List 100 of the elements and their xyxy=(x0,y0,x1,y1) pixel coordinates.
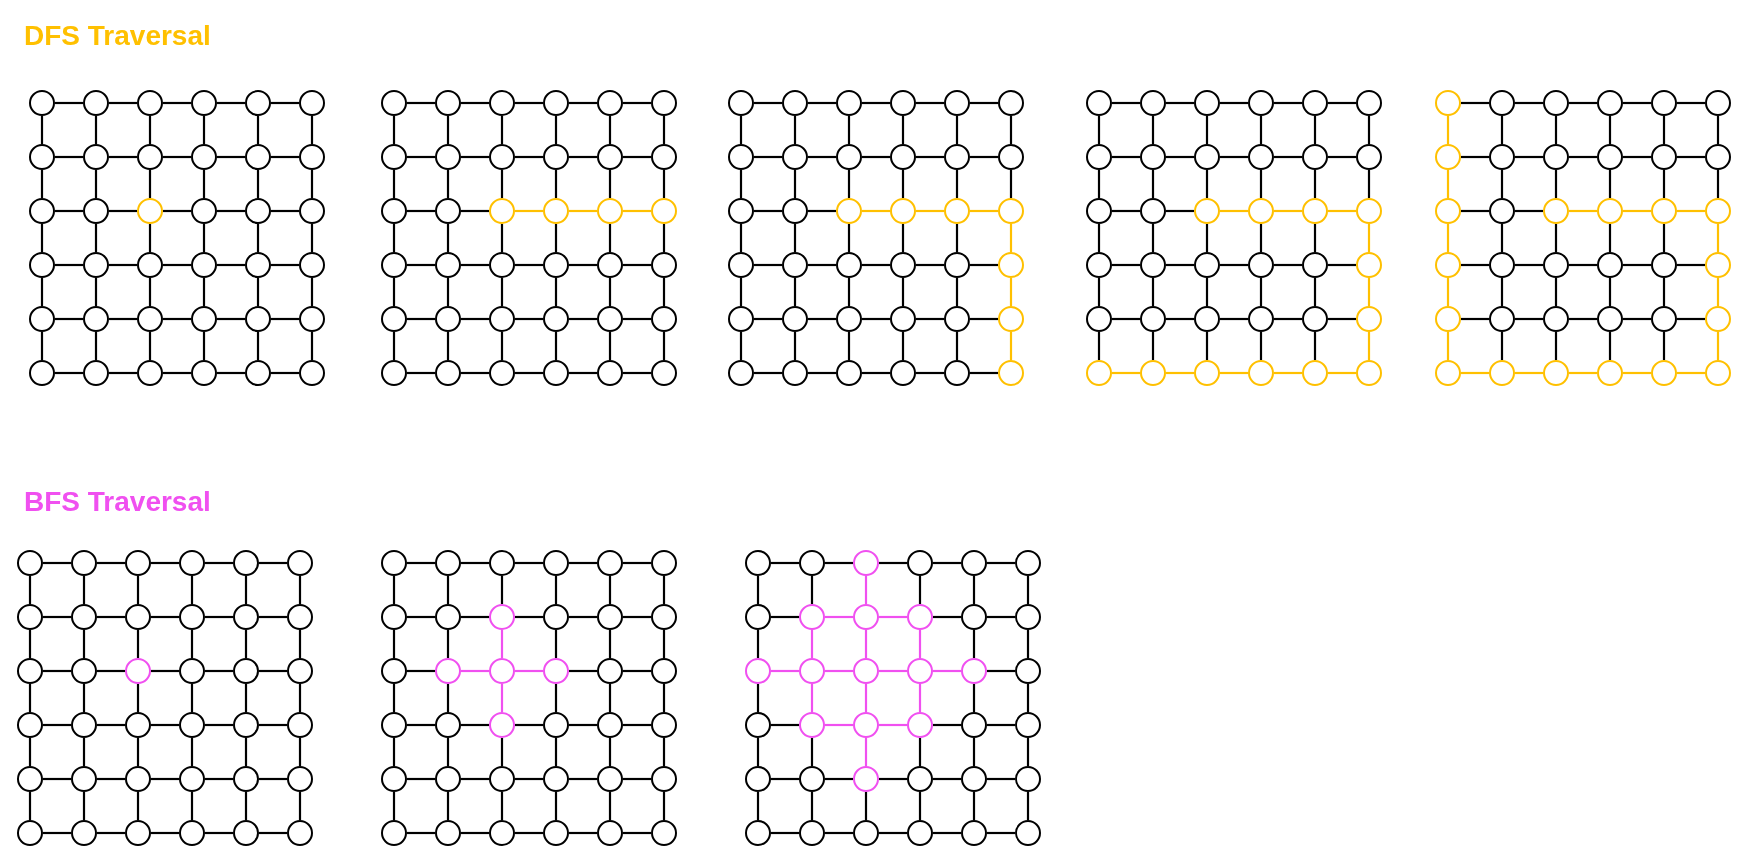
circle-node xyxy=(137,198,163,224)
circle-node xyxy=(597,550,623,576)
circle-node xyxy=(745,820,771,846)
circle-node xyxy=(836,360,862,386)
circle-node xyxy=(782,306,808,332)
circle-node xyxy=(1140,306,1166,332)
circle-node xyxy=(381,360,407,386)
circle-node xyxy=(907,712,933,738)
circle-node xyxy=(1597,144,1623,170)
circle-node xyxy=(799,550,825,576)
circle-node xyxy=(17,550,43,576)
circle-node xyxy=(179,766,205,792)
circle-node xyxy=(233,712,259,738)
circle-node xyxy=(728,198,754,224)
circle-node xyxy=(435,766,461,792)
circle-node xyxy=(597,306,623,332)
circle-node xyxy=(125,712,151,738)
circle-node xyxy=(961,712,987,738)
circle-node xyxy=(799,604,825,630)
circle-node xyxy=(1015,658,1041,684)
circle-node xyxy=(543,820,569,846)
circle-node xyxy=(1194,360,1220,386)
circle-node xyxy=(1435,90,1461,116)
circle-node xyxy=(853,766,879,792)
circle-node xyxy=(597,820,623,846)
circle-node xyxy=(1597,198,1623,224)
circle-node xyxy=(1140,144,1166,170)
circle-node xyxy=(728,90,754,116)
circle-node xyxy=(597,90,623,116)
circle-node xyxy=(1194,90,1220,116)
circle-node xyxy=(287,712,313,738)
circle-node xyxy=(1194,306,1220,332)
circle-node xyxy=(890,198,916,224)
circle-node xyxy=(489,550,515,576)
circle-node xyxy=(83,198,109,224)
circle-node xyxy=(651,360,677,386)
circle-node xyxy=(29,198,55,224)
circle-node xyxy=(799,820,825,846)
circle-node xyxy=(944,90,970,116)
circle-node xyxy=(1086,198,1112,224)
circle-node xyxy=(1140,198,1166,224)
circle-node xyxy=(245,306,271,332)
circle-node xyxy=(890,144,916,170)
circle-node xyxy=(651,306,677,332)
circle-node xyxy=(381,252,407,278)
circle-node xyxy=(745,604,771,630)
circle-node xyxy=(853,550,879,576)
circle-node xyxy=(651,144,677,170)
circle-node xyxy=(1248,198,1274,224)
circle-node xyxy=(83,360,109,386)
circle-node xyxy=(191,306,217,332)
circle-node xyxy=(1086,90,1112,116)
circle-node xyxy=(489,198,515,224)
circle-node xyxy=(233,820,259,846)
circle-node xyxy=(71,820,97,846)
circle-node xyxy=(1543,360,1569,386)
circle-node xyxy=(435,712,461,738)
circle-node xyxy=(489,658,515,684)
circle-node xyxy=(961,820,987,846)
circle-node xyxy=(435,550,461,576)
circle-node xyxy=(125,550,151,576)
circle-node xyxy=(71,712,97,738)
circle-node xyxy=(1015,820,1041,846)
circle-node xyxy=(125,604,151,630)
circle-node xyxy=(543,252,569,278)
circle-node xyxy=(1015,712,1041,738)
circle-node xyxy=(191,360,217,386)
circle-node xyxy=(998,90,1024,116)
circle-node xyxy=(1543,252,1569,278)
circle-node xyxy=(29,90,55,116)
circle-node xyxy=(597,766,623,792)
circle-node xyxy=(71,604,97,630)
circle-node xyxy=(1651,90,1677,116)
circle-node xyxy=(1543,198,1569,224)
circle-node xyxy=(1302,90,1328,116)
circle-node xyxy=(1356,144,1382,170)
circle-node xyxy=(543,550,569,576)
circle-node xyxy=(907,550,933,576)
circle-node xyxy=(1489,198,1515,224)
circle-node xyxy=(1356,252,1382,278)
circle-node xyxy=(1705,144,1731,170)
circle-node xyxy=(435,90,461,116)
circle-node xyxy=(745,712,771,738)
circle-node xyxy=(381,198,407,224)
circle-node xyxy=(1435,360,1461,386)
circle-node xyxy=(1302,198,1328,224)
circle-node xyxy=(17,712,43,738)
circle-node xyxy=(890,306,916,332)
circle-node xyxy=(543,90,569,116)
circle-node xyxy=(299,90,325,116)
circle-node xyxy=(137,144,163,170)
circle-node xyxy=(1194,252,1220,278)
circle-node xyxy=(543,712,569,738)
circle-node xyxy=(961,766,987,792)
circle-node xyxy=(1302,144,1328,170)
circle-node xyxy=(597,252,623,278)
circle-node xyxy=(287,766,313,792)
circle-node xyxy=(853,658,879,684)
circle-node xyxy=(299,144,325,170)
circle-node xyxy=(29,252,55,278)
